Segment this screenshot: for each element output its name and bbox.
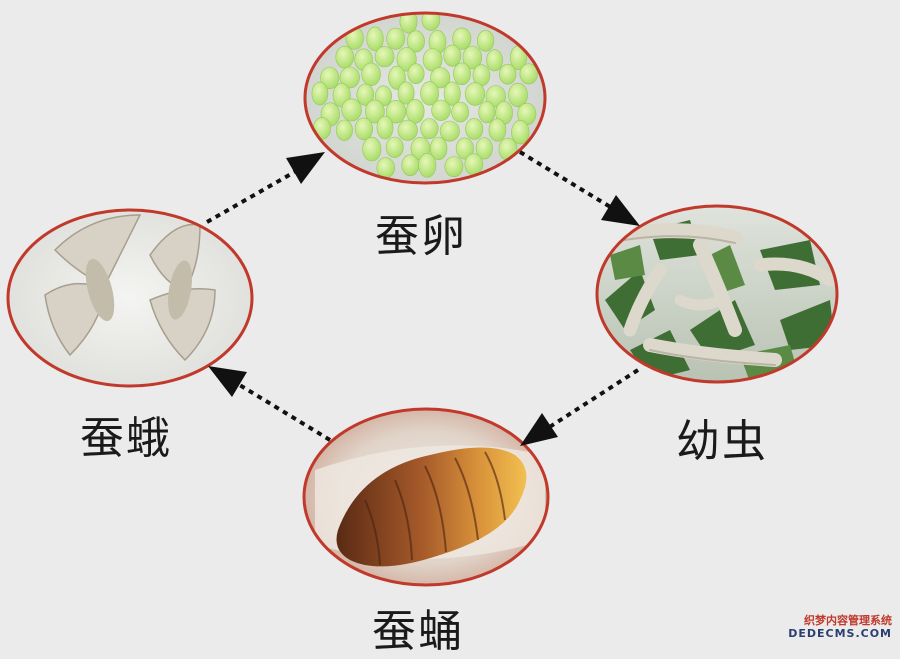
egg-dot bbox=[499, 64, 516, 84]
watermark-line1: 织梦内容管理系统 bbox=[788, 614, 892, 627]
egg-dot bbox=[499, 138, 517, 160]
egg-dot bbox=[445, 157, 463, 177]
egg-dot bbox=[408, 64, 424, 84]
egg-dot bbox=[342, 99, 362, 121]
watermark: 织梦内容管理系统 DEDECMS.COM bbox=[788, 614, 892, 640]
egg-dot bbox=[479, 101, 495, 123]
egg-dot bbox=[355, 118, 373, 140]
stage-label-egg: 蚕卵 bbox=[375, 200, 467, 264]
egg-dot bbox=[465, 154, 483, 175]
egg-dot bbox=[465, 83, 485, 106]
egg-dot bbox=[432, 100, 451, 121]
egg-dot bbox=[444, 45, 461, 66]
egg-dot bbox=[440, 121, 459, 141]
egg-dot bbox=[375, 46, 394, 67]
egg-dot bbox=[453, 63, 470, 85]
egg-dot bbox=[336, 46, 354, 68]
arrow-egg-to-larva bbox=[520, 152, 640, 226]
egg-dot bbox=[452, 102, 469, 122]
pupa-image bbox=[300, 405, 555, 590]
stage-label-larva: 幼虫 bbox=[676, 405, 768, 469]
egg-dot bbox=[387, 28, 405, 49]
egg-dot bbox=[398, 120, 418, 140]
egg-dot bbox=[466, 118, 483, 139]
egg-dot bbox=[312, 82, 328, 105]
watermark-line2: DEDECMS.COM bbox=[788, 627, 892, 640]
egg-dot bbox=[402, 155, 419, 176]
arrow-moth-to-egg bbox=[207, 152, 325, 222]
larva-image bbox=[595, 205, 840, 385]
arrow-larva-to-pupa bbox=[520, 370, 638, 446]
egg-dot bbox=[419, 153, 436, 177]
stage-label-pupa: 蚕蛹 bbox=[372, 595, 464, 659]
egg-dot bbox=[363, 137, 381, 161]
stage-label-moth: 蚕蛾 bbox=[80, 402, 172, 466]
egg-image bbox=[300, 9, 550, 190]
egg-dot bbox=[489, 119, 506, 142]
egg-dot bbox=[512, 120, 530, 144]
egg-dot bbox=[386, 137, 403, 158]
egg-dot bbox=[336, 120, 352, 141]
egg-dot bbox=[477, 30, 494, 51]
egg-dot bbox=[487, 50, 503, 71]
arrow-pupa-to-moth bbox=[208, 366, 330, 440]
egg-dot bbox=[377, 158, 395, 178]
egg-dot bbox=[377, 116, 393, 139]
egg-dot bbox=[362, 63, 381, 86]
egg-dot bbox=[520, 64, 538, 84]
egg-dot bbox=[421, 119, 439, 139]
moth-image bbox=[5, 205, 255, 390]
egg-dot bbox=[406, 99, 424, 123]
